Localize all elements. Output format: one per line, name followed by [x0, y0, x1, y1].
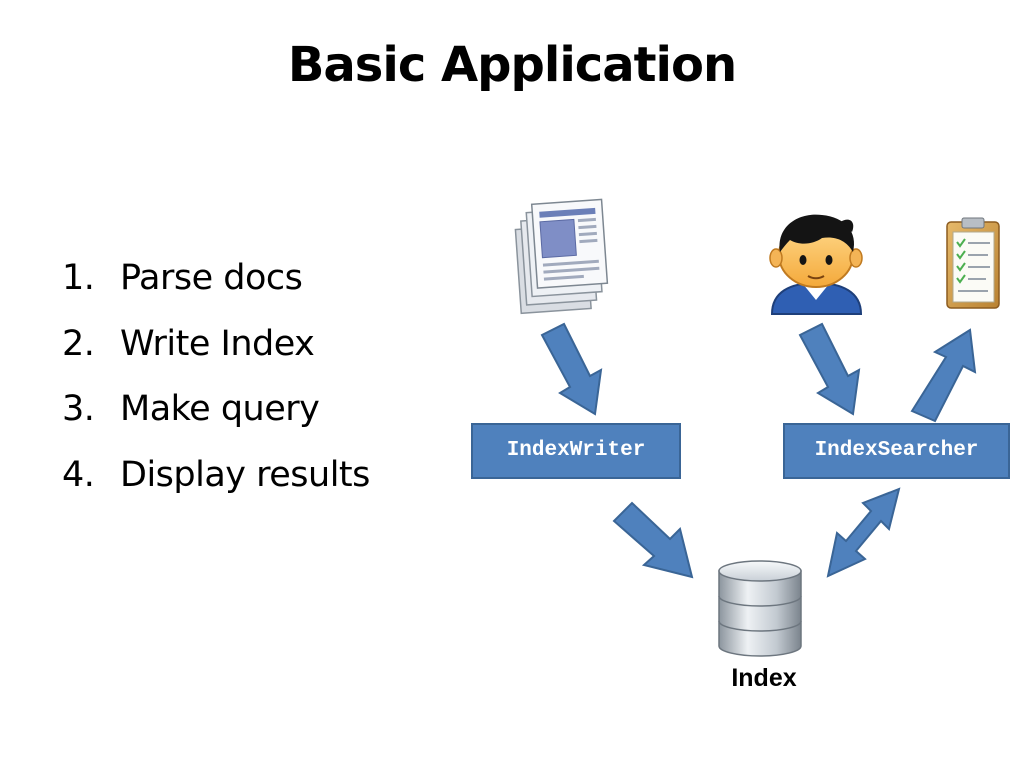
arrow-docs-to-writer [540, 322, 603, 416]
step-text: Parse docs [120, 258, 303, 298]
index-label: Index [731, 664, 797, 692]
arrow-searcher-to-results [910, 328, 977, 423]
arrow-user-to-searcher [798, 322, 861, 416]
database-icon [718, 560, 802, 657]
step-item: 1. Parse docs [62, 250, 370, 316]
step-text: Write Index [120, 323, 315, 364]
index-writer-box: IndexWriter [471, 423, 681, 479]
step-number: 1. [62, 258, 95, 298]
documents-icon [514, 198, 609, 315]
step-number: 3. [62, 389, 95, 429]
slide-title: Basic Application [287, 37, 737, 93]
step-item: 4. Display results [62, 447, 370, 513]
step-item: 2. Write Index [62, 316, 370, 382]
index-searcher-box: IndexSearcher [783, 423, 1010, 479]
step-text: Display results [120, 454, 370, 495]
arrow-writer-to-index [612, 501, 694, 579]
step-number: 4. [62, 454, 95, 495]
arrow-index-searcher-bidirectional [826, 487, 901, 578]
clipboard-icon [946, 217, 1000, 309]
step-list: 1.Parse docs 2.Write Index 3.Make query … [62, 250, 370, 512]
step-number: 2. [62, 323, 95, 364]
step-item: 3. Make query [62, 381, 370, 447]
step-text: Make query [120, 389, 320, 429]
user-icon [769, 214, 863, 315]
